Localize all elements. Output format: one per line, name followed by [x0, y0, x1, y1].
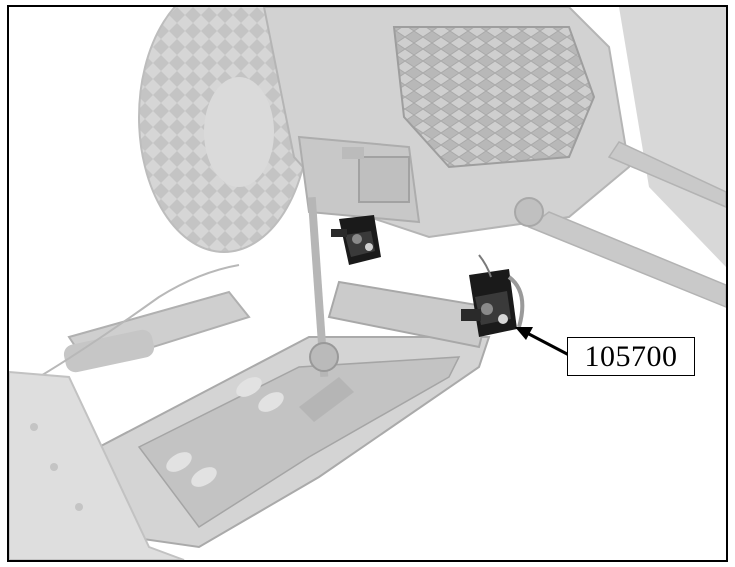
part-number-label: 105700: [567, 337, 695, 376]
illustration-border: [7, 5, 728, 562]
tire-graphic: [138, 7, 310, 253]
plow-frame-graphic: [97, 196, 491, 549]
vehicle-plow-illustration: [9, 7, 726, 560]
mount-bracket-right: [461, 254, 525, 337]
callout-arrow: [515, 327, 570, 357]
vehicle-body-graphic: [262, 7, 631, 239]
mount-bracket-left: [331, 215, 381, 265]
suspension-graphic: [514, 7, 726, 308]
winch-graphic: [38, 264, 251, 378]
plow-blade-graphic: [9, 370, 185, 560]
